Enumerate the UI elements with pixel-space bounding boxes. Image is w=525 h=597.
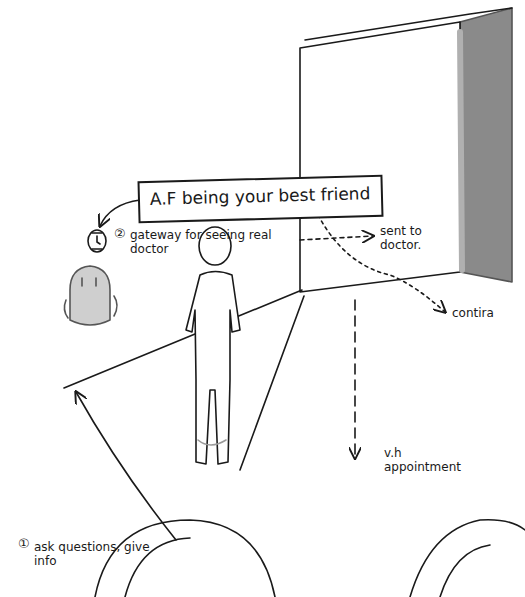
callout-number: ① (18, 536, 30, 552)
annotation-text: contira (452, 306, 494, 320)
annotation-text: ask questions, give info (34, 540, 154, 569)
box-text: A.F being your best friend (150, 183, 371, 209)
annotation-text: v.h appointment (384, 446, 474, 475)
title-box: A.F being your best friend (137, 175, 383, 223)
callout-number: ② (114, 226, 126, 242)
annotation-text: gateway for seeing real doctor (130, 228, 300, 257)
annotation-text: sent to doctor. (380, 224, 440, 253)
